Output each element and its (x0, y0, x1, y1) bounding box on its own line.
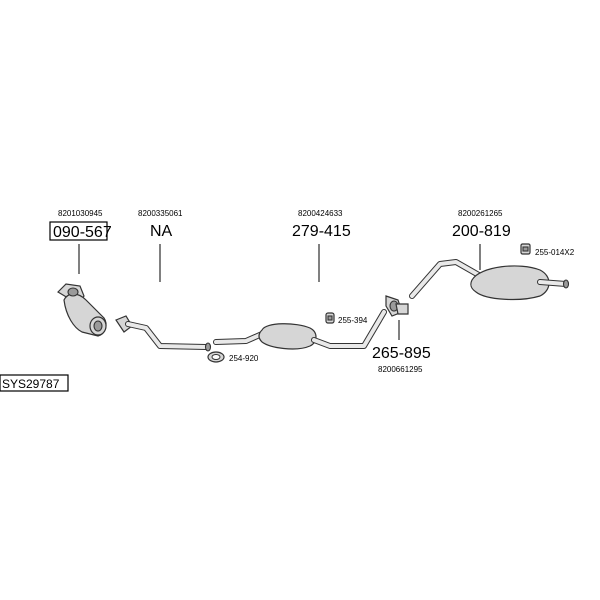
rear-mount-code[interactable]: 255-014X2 (535, 248, 575, 257)
system-code: SYS29787 (2, 377, 60, 391)
mount-rubber-code[interactable]: 255-394 (338, 316, 368, 325)
catalyst-oe-number: 8201030945 (58, 209, 103, 218)
gasket-code[interactable]: 254-920 (229, 354, 259, 363)
connector-pipe-drawing[interactable] (385, 295, 409, 317)
rear-mount-drawing[interactable] (520, 243, 531, 255)
front-pipe-oe-number: 8200335061 (138, 209, 183, 218)
middle-silencer-part-number[interactable]: 279-415 (292, 223, 351, 240)
connector-pipe-oe-number: 8200661295 (378, 365, 423, 374)
catalyst-drawing[interactable] (57, 283, 107, 337)
gasket-drawing[interactable] (207, 351, 225, 363)
system-code-box (0, 374, 69, 392)
rear-silencer-part-number[interactable]: 200-819 (452, 223, 511, 240)
connector-pipe-part-number[interactable]: 265-895 (372, 345, 431, 362)
catalyst-part-box (49, 221, 108, 241)
front-pipe-part-number[interactable]: NA (150, 223, 173, 240)
middle-silencer-drawing[interactable] (213, 309, 387, 350)
catalyst-part-number[interactable]: 090-567 (53, 224, 112, 241)
rear-silencer-drawing[interactable] (409, 259, 570, 301)
mount-rubber-drawing[interactable] (325, 312, 335, 324)
middle-silencer-oe-number: 8200424633 (298, 209, 343, 218)
front-pipe-drawing[interactable] (115, 315, 212, 352)
rear-silencer-oe-number: 8200261265 (458, 209, 503, 218)
